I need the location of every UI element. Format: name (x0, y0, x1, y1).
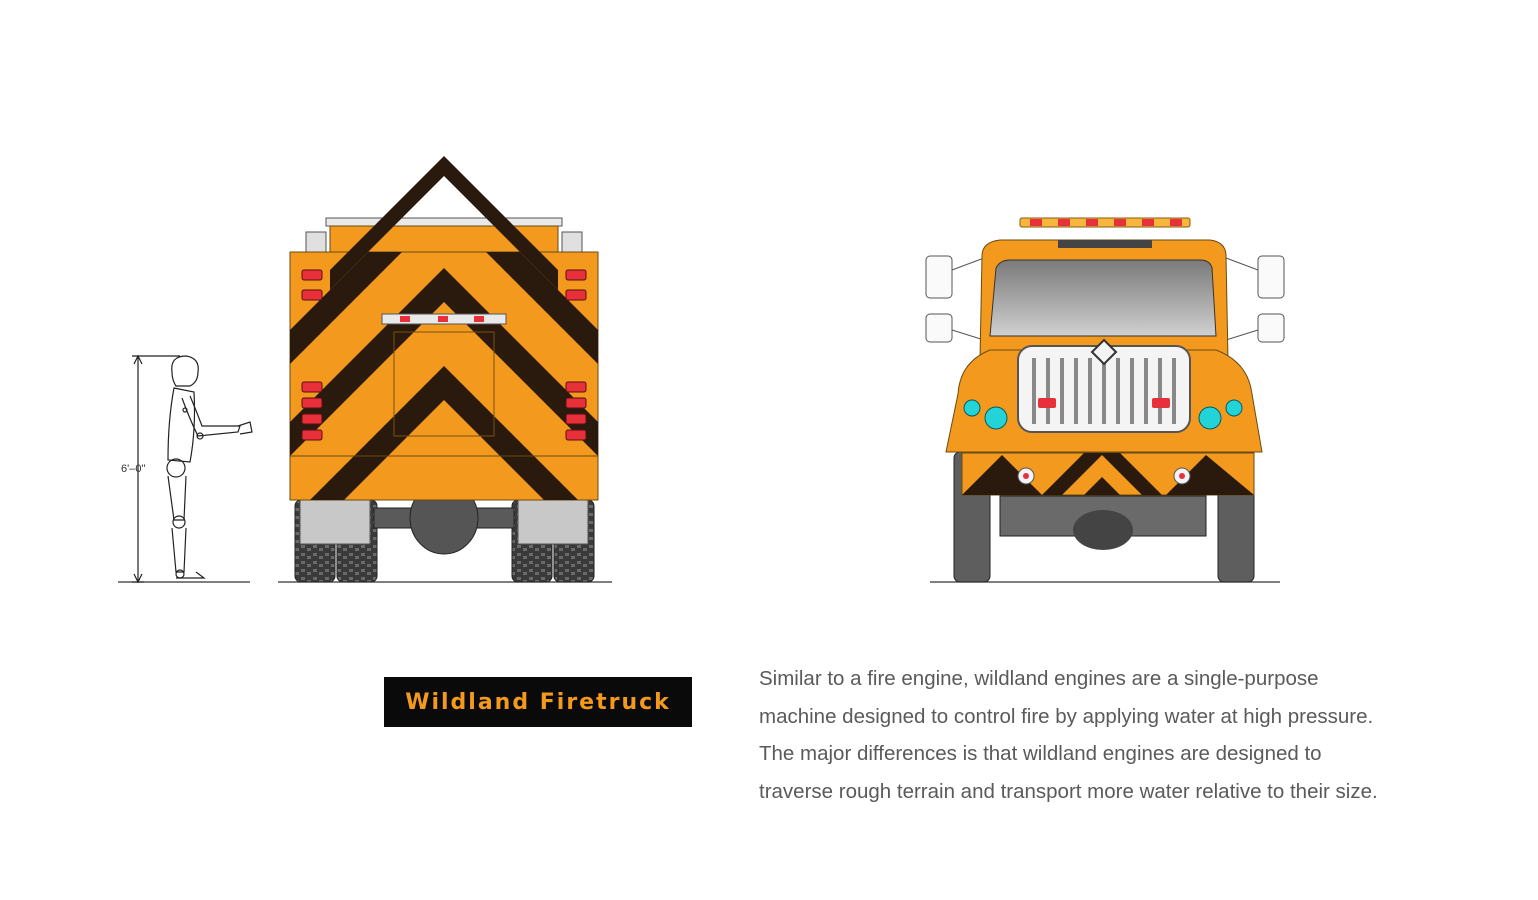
description-line: The major differences is that wildland e… (759, 742, 1322, 765)
description-line: traverse rough terrain and transport mor… (759, 779, 1378, 803)
description-line: machine designed to control fire by appl… (759, 704, 1374, 728)
figure-title: Wildland Firetruck (405, 689, 671, 715)
title-box: Wildland Firetruck (384, 677, 692, 727)
description-line: Similar to a fire engine, wildland engin… (759, 667, 1319, 690)
truck-front-view-icon (925, 217, 1285, 583)
description: Similar to a fire engine, wildland engin… (759, 660, 1519, 810)
truck-rear-view-icon (278, 156, 612, 583)
height-label: 6'–0" (121, 463, 145, 475)
human-scale-figure-icon (118, 354, 253, 584)
